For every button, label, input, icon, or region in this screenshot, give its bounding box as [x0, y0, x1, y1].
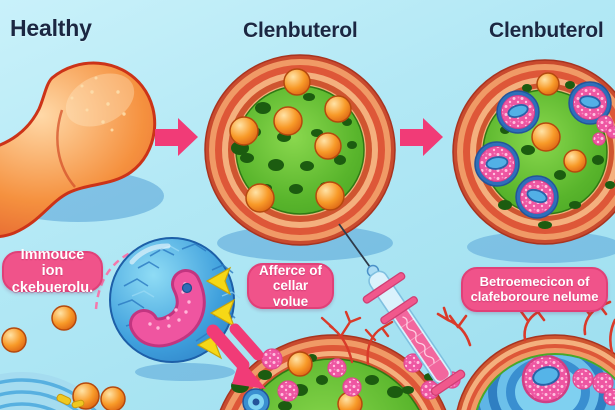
needle-line: [338, 223, 371, 268]
immune-cells: [474, 81, 612, 219]
callout-center: Afferce of cellar volue: [247, 263, 334, 309]
panel-title-healthy: Healthy: [10, 15, 92, 41]
damaged-cell-bottom-right: [436, 292, 615, 410]
healthy-muscle-cell: [0, 61, 164, 238]
yellow-arrow-icon: [196, 266, 236, 360]
callout-left: Immouce ion ckebuerolu.: [2, 247, 103, 296]
pink-nucleus: [129, 269, 206, 348]
injected-cell-bottom: [219, 310, 461, 410]
panel-title-clenbuterol-center: Clenbuterol: [243, 19, 358, 42]
small-granules: [592, 115, 615, 146]
callout-right: Betroemecicon of clafeboroure nelume: [461, 267, 608, 312]
fat-droplets: [287, 351, 363, 410]
clenbuterol-cell-center: [204, 54, 396, 261]
blue-cell: [109, 237, 241, 381]
fat-droplets: [229, 68, 352, 213]
yellow-fragments: [56, 393, 85, 409]
right-arrow-icon: [155, 118, 198, 156]
capillary-vessels: [320, 310, 394, 366]
scattered-fat-droplets: [1, 305, 126, 410]
panel-title-clenbuterol-right: Clenbuterol: [489, 19, 604, 42]
syringe-icon: [338, 223, 466, 396]
small-granules: [572, 368, 615, 406]
clenbuterol-cell-right: [452, 59, 615, 263]
pink-flow-arrow-icon: [206, 323, 266, 389]
fat-droplets: [531, 72, 587, 173]
right-arrow-icon: [400, 118, 443, 156]
organelle-blue: [242, 388, 270, 410]
